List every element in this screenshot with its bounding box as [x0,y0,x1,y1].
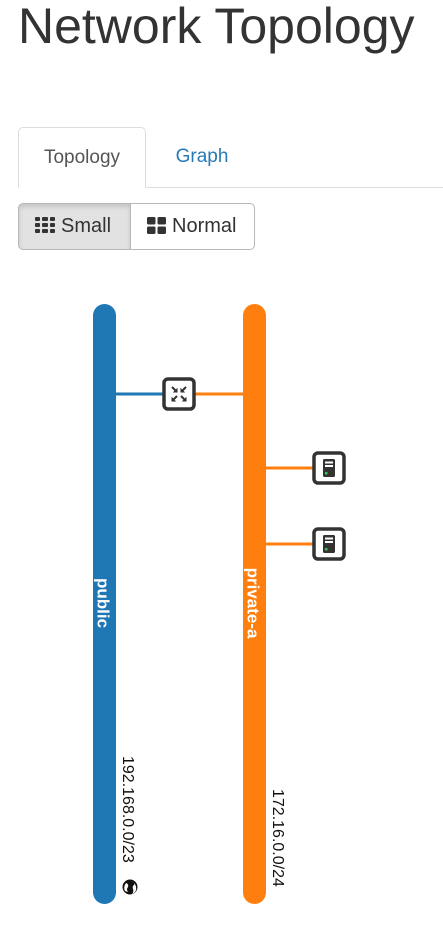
network-cidr-public: 192.168.0.0/23 [119,756,136,863]
small-view-button[interactable]: Small [18,203,131,250]
network-cidr-private-a: 172.16.0.0/24 [269,789,286,887]
network-name-public: public [94,578,113,628]
tab-bar: Topology Graph [18,127,443,188]
instance-node-1[interactable] [312,451,346,485]
network-name-private-a: private-a [244,568,263,639]
network-bar-private-a[interactable] [243,304,266,904]
instance-node-2[interactable] [312,527,346,561]
router-node[interactable] [162,377,196,411]
th-icon [35,217,55,234]
globe-icon [122,879,138,895]
normal-view-button[interactable]: Normal [130,203,255,250]
router-icon [171,386,187,402]
tab-topology[interactable]: Topology [18,127,146,188]
small-view-label: Small [61,215,112,238]
server-icon [323,535,335,553]
tab-graph[interactable]: Graph [175,146,229,167]
th-large-icon [147,216,166,234]
normal-view-label: Normal [172,215,237,238]
server-icon [323,459,335,477]
page-title: Network Topology [18,0,415,54]
network-bar-public[interactable] [93,304,116,904]
